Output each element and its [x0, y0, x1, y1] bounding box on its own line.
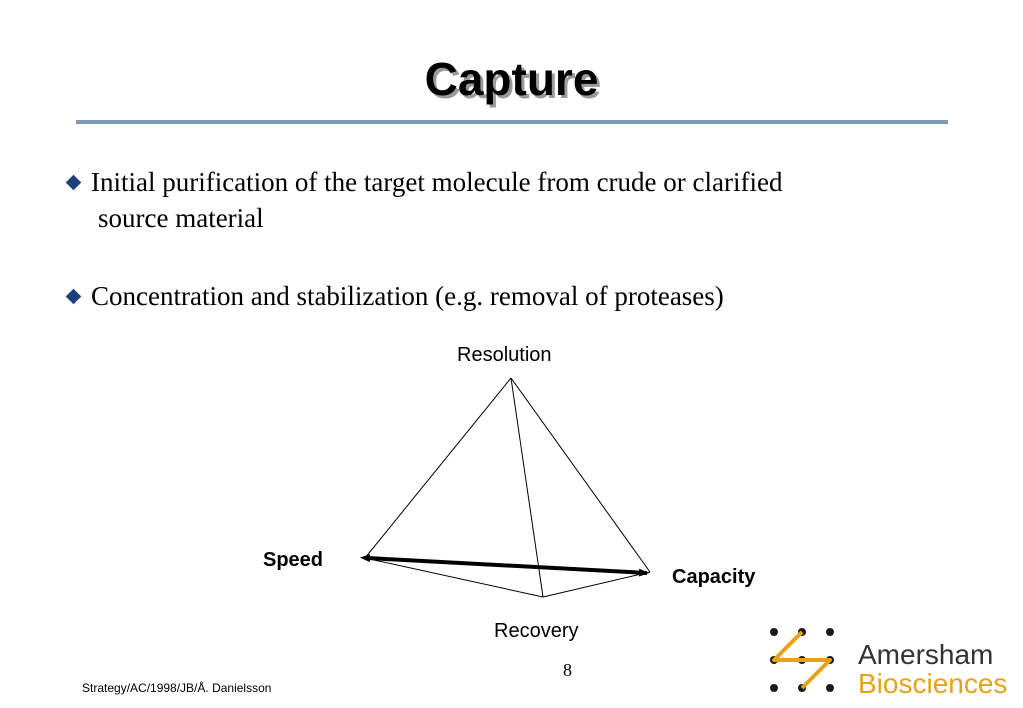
speed-capacity-arrow	[360, 554, 649, 577]
logo-text-biosciences: Biosciences	[858, 668, 1008, 699]
label-speed: Speed	[263, 549, 324, 571]
bullet-text: Initial purification of the target molec…	[91, 167, 783, 197]
bullet-text: Concentration and stabilization (e.g. re…	[91, 281, 724, 311]
footer-text: Strategy/AC/1998/JB/Å. Danielsson	[82, 681, 272, 695]
edge-apex-right	[510, 377, 651, 573]
bullet-item: Concentration and stabilization (e.g. re…	[64, 278, 944, 314]
amersham-logo-icon	[770, 628, 834, 692]
slide-title: Capture	[424, 53, 599, 105]
page-number: 8	[563, 660, 572, 680]
title-divider	[76, 120, 948, 124]
edge-right-bottom	[542, 571, 651, 598]
edge-apex-left	[364, 377, 512, 559]
logo-text-amersham: Amersham	[858, 639, 994, 670]
label-capacity: Capacity	[672, 566, 756, 588]
bullet-text-continued: source material	[98, 203, 264, 233]
label-recovery: Recovery	[494, 620, 579, 642]
label-resolution: Resolution	[457, 344, 552, 366]
bullet-item: Initial purification of the target molec…	[64, 164, 944, 236]
